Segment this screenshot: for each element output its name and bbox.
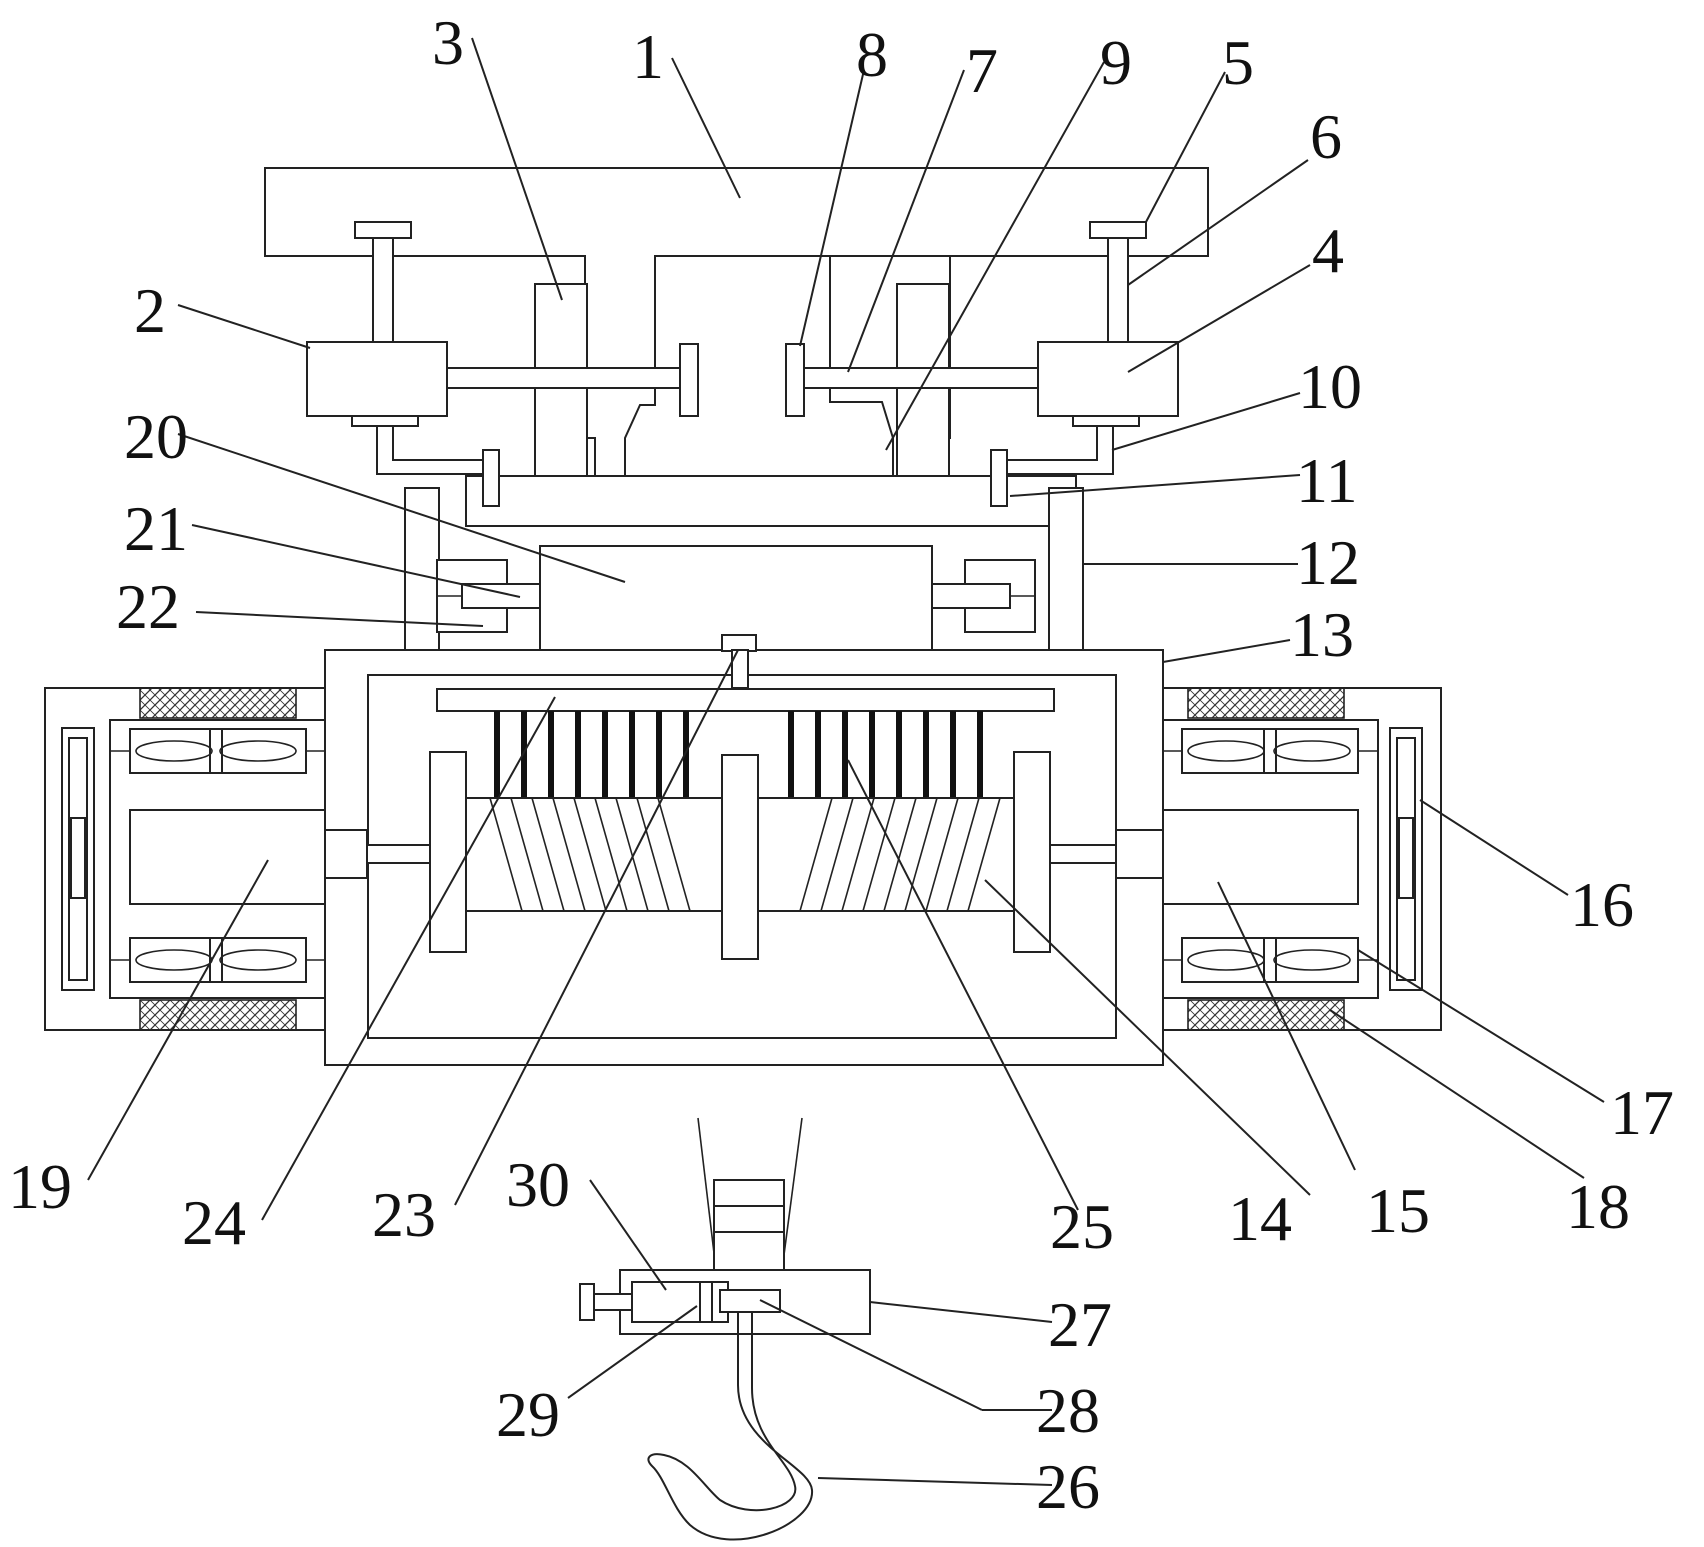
leader-lines (87, 37, 1605, 1486)
label-11: 11 (1296, 445, 1358, 516)
right-motor (1162, 809, 1359, 905)
right-fan-bottom (1163, 937, 1378, 983)
label-7: 7 (966, 35, 998, 106)
right-damper-piston (1398, 817, 1414, 899)
label-6: 6 (1310, 101, 1342, 172)
left-damper-piston (70, 817, 86, 899)
center-flange (721, 754, 759, 960)
right-post (1048, 487, 1084, 651)
right-clamp-inner (931, 583, 1011, 609)
label-24: 24 (182, 1187, 246, 1258)
label-14: 14 (1228, 1183, 1292, 1254)
left-bracket-rod (376, 426, 483, 475)
right-screw-cap (1089, 221, 1147, 239)
label-13: 13 (1290, 599, 1354, 670)
pulley-block-2 (713, 1205, 785, 1233)
right-shaft-collar (1115, 829, 1164, 879)
latch-plug (719, 1289, 781, 1313)
label-2: 2 (134, 275, 166, 346)
right-axle (802, 367, 1039, 389)
left-fan-top (110, 728, 325, 774)
left-fan-bottom (110, 937, 325, 983)
hook (647, 1312, 814, 1541)
right-flange (1013, 751, 1051, 953)
label-15: 15 (1366, 1175, 1430, 1246)
right-adjust-screw (1107, 237, 1129, 343)
right-knurl-bottom (1187, 999, 1345, 1031)
pulley-block-3 (713, 1231, 785, 1271)
drum-winding (489, 797, 1001, 912)
latch-piston (699, 1281, 713, 1323)
left-screw-cap (354, 221, 412, 239)
latch-rod (593, 1293, 633, 1311)
label-30: 30 (506, 1149, 570, 1220)
left-knurl-bottom (139, 999, 297, 1031)
right-motor-box (1037, 341, 1179, 417)
latch-knob (579, 1283, 595, 1321)
label-16: 16 (1570, 869, 1634, 940)
left-bottom-plate (351, 415, 419, 427)
label-21: 21 (124, 493, 188, 564)
right-brake-block (990, 449, 1008, 507)
label-1: 1 (632, 21, 664, 92)
latch-cylinder (631, 1281, 729, 1323)
left-brake-block (482, 449, 500, 507)
left-adjust-screw (372, 237, 394, 343)
label-9: 9 (1100, 27, 1132, 98)
label-23: 23 (372, 1179, 436, 1250)
label-8: 8 (856, 19, 888, 90)
label-5: 5 (1222, 27, 1254, 98)
left-knurl-top (139, 687, 297, 719)
label-3: 3 (432, 7, 464, 78)
label-12: 12 (1296, 527, 1360, 598)
right-cable (781, 1117, 803, 1271)
label-29: 29 (496, 1379, 560, 1450)
label-17: 17 (1610, 1077, 1674, 1148)
right-knurl-top (1187, 687, 1345, 719)
comb-teeth (494, 711, 983, 798)
right-bottom-plate (1072, 415, 1140, 427)
left-axle (446, 367, 683, 389)
pulley-block-1 (713, 1179, 785, 1207)
trolley-crossbar (465, 475, 1077, 527)
label-19: 19 (8, 1151, 72, 1222)
left-motor-box (306, 341, 448, 417)
guide-plate (436, 688, 1055, 712)
label-20: 20 (124, 401, 188, 472)
left-post (404, 487, 440, 651)
top-sensor (721, 634, 757, 652)
control-box (539, 545, 933, 651)
left-axle-end (679, 343, 699, 417)
right-axle-end (785, 343, 805, 417)
label-25: 25 (1050, 1191, 1114, 1262)
top-beam (264, 167, 1209, 477)
label-4: 4 (1312, 215, 1344, 286)
right-bracket-rod (1007, 426, 1114, 475)
left-flange (429, 751, 467, 953)
left-shaft-collar (324, 829, 368, 879)
label-10: 10 (1298, 351, 1362, 422)
label-layer: 1 2 3 4 5 6 7 8 9 10 11 12 13 14 15 16 1… (8, 7, 1674, 1522)
label-18: 18 (1566, 1171, 1630, 1242)
label-27: 27 (1048, 1289, 1112, 1360)
left-motor (129, 809, 326, 905)
label-22: 22 (116, 571, 180, 642)
label-28: 28 (1036, 1375, 1100, 1446)
label-26: 26 (1036, 1451, 1100, 1522)
right-fan-top (1163, 728, 1378, 774)
